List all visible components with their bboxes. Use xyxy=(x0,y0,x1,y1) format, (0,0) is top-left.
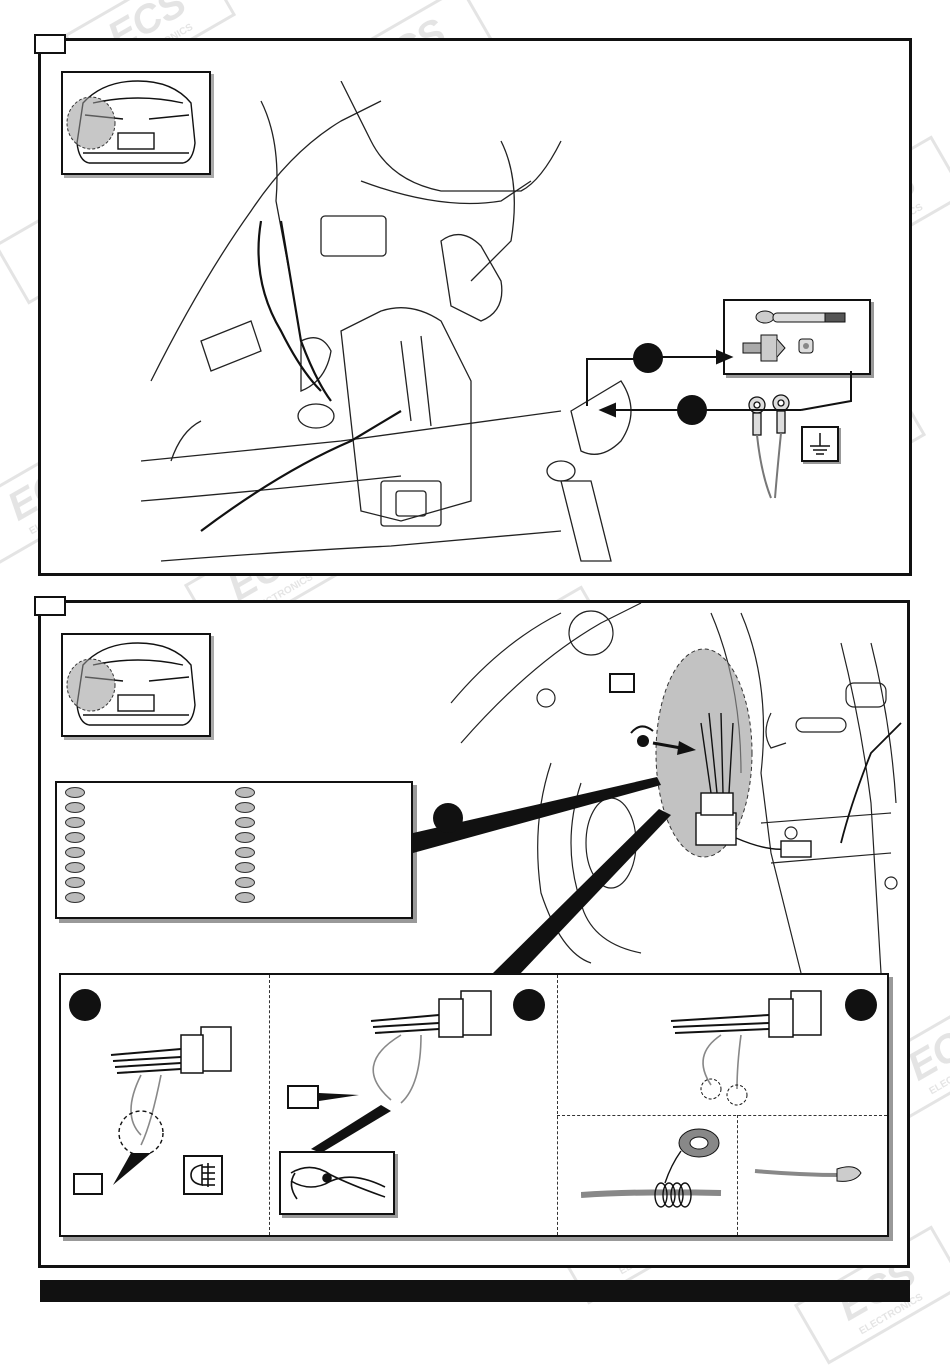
label-box xyxy=(609,673,635,693)
pliers-icon xyxy=(279,1151,395,1215)
svg-text:ELECTRONICS: ELECTRONICS xyxy=(927,1052,950,1098)
vehicle-interior-drawing xyxy=(141,81,632,562)
wiring-options-box xyxy=(59,973,889,1237)
bolt-icon xyxy=(742,334,786,362)
cable-end-icon xyxy=(754,1166,862,1182)
pin-marker xyxy=(235,862,255,873)
step-marker xyxy=(677,395,707,425)
divider xyxy=(557,975,558,1235)
step-number-box xyxy=(34,596,66,616)
step-marker xyxy=(633,343,663,373)
fog-light-icon xyxy=(183,1155,223,1195)
pin-marker xyxy=(235,892,255,903)
step-panel-top xyxy=(38,38,912,576)
vehicle-rear-thumbnail xyxy=(61,71,211,175)
footer-bar xyxy=(40,1280,910,1302)
option-marker xyxy=(845,989,877,1021)
pin-marker xyxy=(65,802,85,813)
connector-harness-drawing xyxy=(670,990,822,1106)
pin-marker xyxy=(65,832,85,843)
connector-harness-drawing xyxy=(370,990,492,1104)
divider xyxy=(269,975,270,1235)
pin-marker xyxy=(235,817,255,828)
option-marker xyxy=(513,989,545,1021)
tape-roll-icon xyxy=(581,1128,722,1208)
pin-marker xyxy=(65,787,85,798)
callout-beams xyxy=(413,777,671,975)
callout-lines xyxy=(586,349,852,418)
divider xyxy=(737,1115,738,1235)
pin-marker xyxy=(235,877,255,888)
step-panel-bottom xyxy=(38,600,910,1268)
step-number-box xyxy=(34,34,66,54)
pin-marker xyxy=(65,877,85,888)
pin-marker xyxy=(235,847,255,858)
vehicle-interior-drawing xyxy=(450,603,902,973)
option-marker xyxy=(69,989,101,1021)
vehicle-rear-thumbnail xyxy=(61,633,211,737)
label-box xyxy=(73,1173,103,1195)
ring-terminal-icon xyxy=(748,394,790,499)
connector-harness-drawing xyxy=(110,1026,232,1185)
divider xyxy=(557,1115,887,1116)
pin-marker xyxy=(65,892,85,903)
ratchet-wrench-icon xyxy=(755,310,846,324)
pin-marker xyxy=(65,817,85,828)
pin-legend xyxy=(55,781,413,919)
tools-box xyxy=(723,299,871,375)
step-marker xyxy=(433,803,463,833)
pin-marker xyxy=(235,832,255,843)
label-box xyxy=(287,1085,319,1109)
pin-marker xyxy=(65,862,85,873)
callout-pointer xyxy=(319,1093,359,1101)
eye-icon xyxy=(630,725,654,747)
callout-pointer xyxy=(311,1105,391,1153)
pin-marker xyxy=(65,847,85,858)
ground-symbol-icon xyxy=(801,426,839,462)
pin-marker xyxy=(235,787,255,798)
pin-marker xyxy=(235,802,255,813)
arrow-icon xyxy=(652,741,696,755)
nut-icon xyxy=(798,338,814,354)
